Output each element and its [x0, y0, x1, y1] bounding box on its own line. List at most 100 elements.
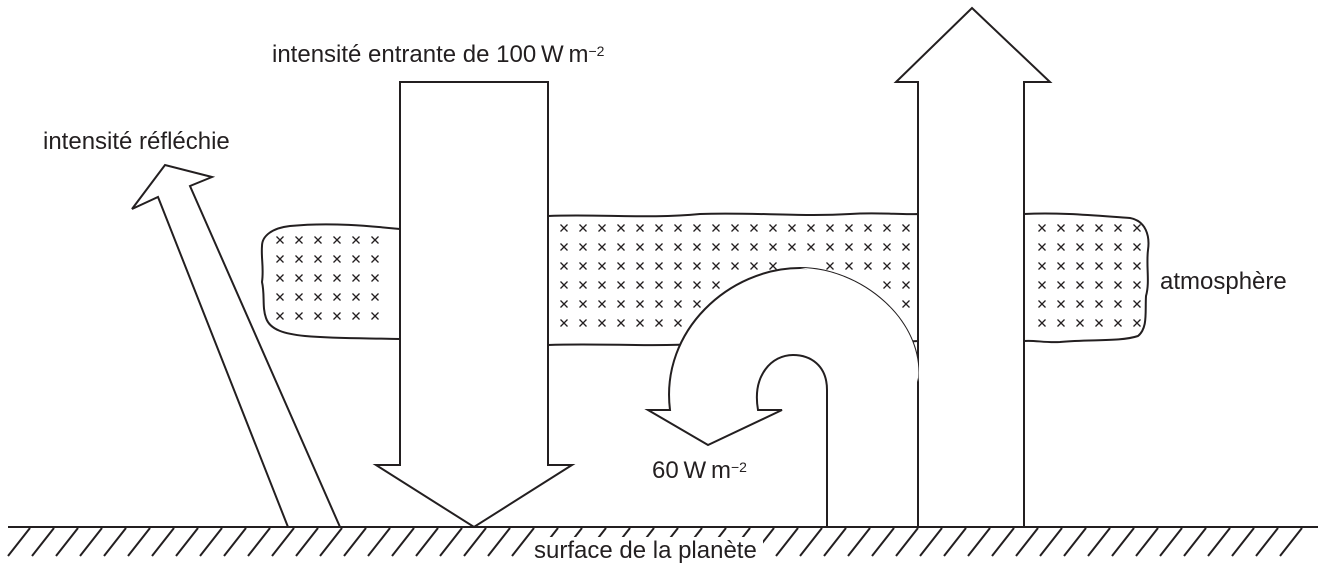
surface-hatch-mark [7, 527, 31, 557]
atmosphere-particle [333, 293, 341, 301]
atmosphere-particle [1133, 300, 1141, 308]
atmosphere-particle [1095, 281, 1103, 289]
atmosphere-particle [750, 224, 758, 232]
atmosphere-particle [371, 255, 379, 263]
atmosphere-particle [1076, 224, 1084, 232]
atmosphere-particle [352, 274, 360, 282]
surface-hatch-mark [775, 527, 799, 557]
atmosphere-particle [579, 319, 587, 327]
surface-hatch-mark [1111, 527, 1135, 557]
surface-hatch-mark [967, 527, 991, 557]
planet-surface-label: surface de la planète [528, 537, 763, 565]
atmosphere-particle [845, 262, 853, 270]
atmosphere-particle [333, 274, 341, 282]
atmosphere-particle [769, 224, 777, 232]
atmosphere-particle [807, 224, 815, 232]
atmosphere-particle [1133, 262, 1141, 270]
atmosphere-particle [617, 224, 625, 232]
atmosphere-particle [1114, 319, 1122, 327]
atmosphere-particle [1133, 281, 1141, 289]
atmosphere-particle [902, 281, 910, 289]
surface-hatch-mark [415, 527, 439, 557]
reflected-arrow [131, 163, 342, 528]
surface-hatch-mark [1135, 527, 1159, 557]
atmosphere-particle [598, 300, 606, 308]
surface-hatch-mark [103, 527, 127, 557]
atmosphere-particle [579, 243, 587, 251]
atmosphere-particle [1114, 243, 1122, 251]
surface-hatch-mark [799, 527, 823, 557]
atmosphere-layer-left [260, 223, 401, 341]
surface-hatch-mark [511, 527, 535, 557]
atmosphere-particle [674, 300, 682, 308]
incoming-arrow [372, 81, 576, 529]
atmosphere-particle [712, 281, 720, 289]
surface-hatch-mark [127, 527, 151, 557]
atmosphere-particle [352, 236, 360, 244]
surface-hatch-mark [175, 527, 199, 557]
atmosphere-particle [902, 300, 910, 308]
atmosphere-particle [693, 300, 701, 308]
planet-surface [7, 526, 1318, 557]
atmosphere-particle [276, 312, 284, 320]
atmosphere-particle [655, 224, 663, 232]
atmosphere-particle [352, 255, 360, 263]
atmosphere-particle [276, 274, 284, 282]
atmosphere-particle [1076, 262, 1084, 270]
atmosphere-particle [769, 262, 777, 270]
atmosphere-particle [1095, 262, 1103, 270]
atmosphere-particle [560, 243, 568, 251]
atmosphere-particle [636, 281, 644, 289]
atmosphere-particle [788, 243, 796, 251]
atmosphere-particle [655, 300, 663, 308]
atmosphere-particle [883, 243, 891, 251]
atmosphere-particle [883, 224, 891, 232]
surface-hatch-mark [1279, 527, 1303, 557]
atmosphere-particle [750, 262, 758, 270]
atmosphere-particle [636, 243, 644, 251]
returned-intensity-text: 60 W m [652, 457, 731, 484]
atmosphere-particle [579, 262, 587, 270]
atmosphere-particle [276, 293, 284, 301]
atmosphere-particle [314, 293, 322, 301]
surface-hatch-mark [271, 527, 295, 557]
atmosphere-particle [1114, 224, 1122, 232]
atmosphere-particle [1133, 319, 1141, 327]
surface-hatch-mark [391, 527, 415, 557]
atmosphere-particle [845, 224, 853, 232]
planet-surface-text: surface de la planète [534, 537, 757, 564]
surface-hatch-mark [151, 527, 175, 557]
surface-hatch-mark [1183, 527, 1207, 557]
atmosphere-particle [807, 243, 815, 251]
atmosphere-particle [731, 262, 739, 270]
atmosphere-particle [1076, 300, 1084, 308]
atmosphere-particle [902, 224, 910, 232]
atmosphere-particle [333, 312, 341, 320]
surface-hatch-mark [991, 527, 1015, 557]
surface-hatch-mark [319, 527, 343, 557]
atmosphere-particle [617, 319, 625, 327]
surface-hatch-mark [79, 527, 103, 557]
atmosphere-particle [712, 224, 720, 232]
surface-hatch-mark [1255, 527, 1279, 557]
surface-hatch-mark [871, 527, 895, 557]
atmosphere-particle [352, 312, 360, 320]
atmosphere-particle [314, 255, 322, 263]
atmosphere-particle [1076, 243, 1084, 251]
atmosphere-particle [617, 262, 625, 270]
atmosphere-particle [769, 243, 777, 251]
atmosphere-particle [276, 255, 284, 263]
atmosphere-particle [1038, 243, 1046, 251]
atmosphere-particle [579, 224, 587, 232]
surface-hatch-mark [943, 527, 967, 557]
atmosphere-particle [750, 243, 758, 251]
atmosphere-particle [864, 262, 872, 270]
atmosphere-particle [636, 224, 644, 232]
atmosphere-particles [276, 224, 1141, 327]
atmosphere-particle [560, 262, 568, 270]
surface-hatch-mark [439, 527, 463, 557]
atmosphere-particle [655, 319, 663, 327]
atmosphere-particle [352, 293, 360, 301]
atmosphere-particle [845, 243, 853, 251]
atmosphere-particle [1076, 281, 1084, 289]
